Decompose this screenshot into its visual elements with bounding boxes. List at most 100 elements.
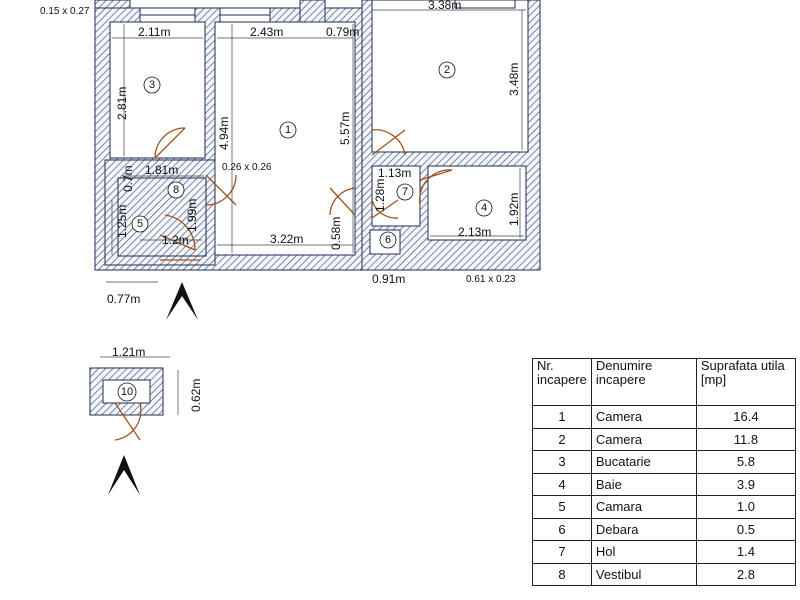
cell-area: 1.0 <box>695 495 797 519</box>
cell-name: Camara <box>590 495 697 519</box>
dim-label: 2.43m <box>250 25 283 39</box>
cell-name: Bucatarie <box>590 450 697 474</box>
dim-label: 5.57m <box>338 112 352 145</box>
room-1-marker <box>279 121 297 139</box>
cell-name: Camera <box>590 405 697 429</box>
dim-label: 1.99m <box>185 199 199 232</box>
dim-label: 1.25m <box>115 205 129 238</box>
north-arrow-storage <box>108 455 140 495</box>
cell-name: Camera <box>590 427 697 451</box>
room-number: 2 <box>444 64 450 76</box>
dim-label: 0.62m <box>189 379 203 412</box>
door-room1 <box>329 187 356 216</box>
dim-label: 0.61 x 0.23 <box>466 274 516 285</box>
dimension-labels: 0.15 x 0.27 3.38m 2.11m 2.43m 0.79m 2.81… <box>40 0 521 412</box>
cell-nr: 1 <box>532 405 592 429</box>
room-number: 8 <box>173 184 179 196</box>
room-10-walls <box>89 367 164 441</box>
door-room5 <box>159 214 196 251</box>
cell-name: Baie <box>590 472 697 496</box>
cell-area: 11.8 <box>695 427 797 451</box>
doors <box>154 127 453 261</box>
room-8-marker <box>167 181 185 199</box>
dim-label: 1.13m <box>378 166 411 180</box>
room-number: 4 <box>481 202 487 214</box>
dim-label: 0.26 x 0.26 <box>222 162 272 173</box>
dim-label: 1.28m <box>373 179 387 212</box>
room-number: 1 <box>285 124 291 136</box>
dim-label: 0.15 x 0.27 <box>40 6 90 17</box>
cell-nr: 6 <box>532 517 592 541</box>
door-room3 <box>154 127 186 159</box>
room-number: 10 <box>121 386 133 398</box>
cell-area: 3.9 <box>695 472 797 496</box>
cell-nr: 8 <box>532 562 592 586</box>
cell-area: 2.8 <box>695 562 797 586</box>
door-room2 <box>371 129 406 156</box>
room-number: 7 <box>402 186 408 198</box>
dim-label: 3.48m <box>507 63 521 96</box>
dim-label: 0.77m <box>107 292 140 306</box>
cell-nr: 7 <box>532 540 592 564</box>
room-5-marker <box>131 215 149 233</box>
door-room8 <box>205 174 237 206</box>
room-3-marker <box>143 76 161 94</box>
cell-area: 0.5 <box>695 517 797 541</box>
cell-nr: 2 <box>532 427 592 451</box>
cell-name: Vestibul <box>590 562 697 586</box>
dim-label: 0.7m <box>121 165 135 192</box>
room-numbers: 1 2 3 4 5 6 7 8 10 <box>121 64 487 398</box>
dim-label: 2.81m <box>115 87 129 120</box>
room-number: 6 <box>385 234 391 246</box>
cell-area: 16.4 <box>695 405 797 429</box>
north-arrow-main <box>166 282 198 320</box>
door-room10 <box>114 402 142 441</box>
dimension-lines <box>100 9 526 415</box>
dim-label: 2.11m <box>138 25 170 39</box>
north-arrow-icon <box>166 282 198 320</box>
room-7-marker <box>396 183 414 201</box>
dim-label: 3.22m <box>270 232 303 246</box>
cell-area: 1.4 <box>695 540 797 564</box>
col-header-area: Suprafata utila [mp] <box>695 358 797 406</box>
dim-label: 0.58m <box>329 217 343 250</box>
dim-label: 2.13m <box>458 225 491 239</box>
col-header-nr: Nr. incapere <box>532 358 592 406</box>
door-room6 <box>371 199 399 219</box>
table-header-row: Nr. incapere Denumire incapere Suprafata… <box>532 358 797 406</box>
north-arrow-icon <box>108 455 140 495</box>
door-room7 <box>418 169 453 206</box>
cell-nr: 5 <box>532 495 592 519</box>
room-6-marker <box>379 231 397 249</box>
dim-label: 1.2m <box>162 233 189 247</box>
dim-label: 1.81m <box>145 163 178 177</box>
dim-label: 1.21m <box>112 345 145 359</box>
dim-label: 0.79m <box>326 25 359 39</box>
windows <box>139 0 516 23</box>
dim-label: 3.38m <box>428 0 461 12</box>
dim-label: 1.92m <box>507 193 521 226</box>
room-4-marker <box>475 199 493 217</box>
room-10-marker <box>117 382 137 402</box>
room-area-table: Nr. incapere Denumire incapere Suprafata… <box>532 358 797 586</box>
dim-label: 4.94m <box>217 117 231 150</box>
cell-name: Debara <box>590 517 697 541</box>
col-header-name: Denumire incapere <box>590 358 697 406</box>
cell-name: Hol <box>590 540 697 564</box>
cell-nr: 4 <box>532 472 592 496</box>
room-markers <box>117 61 493 402</box>
cell-nr: 3 <box>532 450 592 474</box>
room-number: 3 <box>149 79 155 91</box>
room-number: 5 <box>137 218 143 230</box>
cell-area: 5.8 <box>695 450 797 474</box>
room-2-marker <box>438 61 456 79</box>
